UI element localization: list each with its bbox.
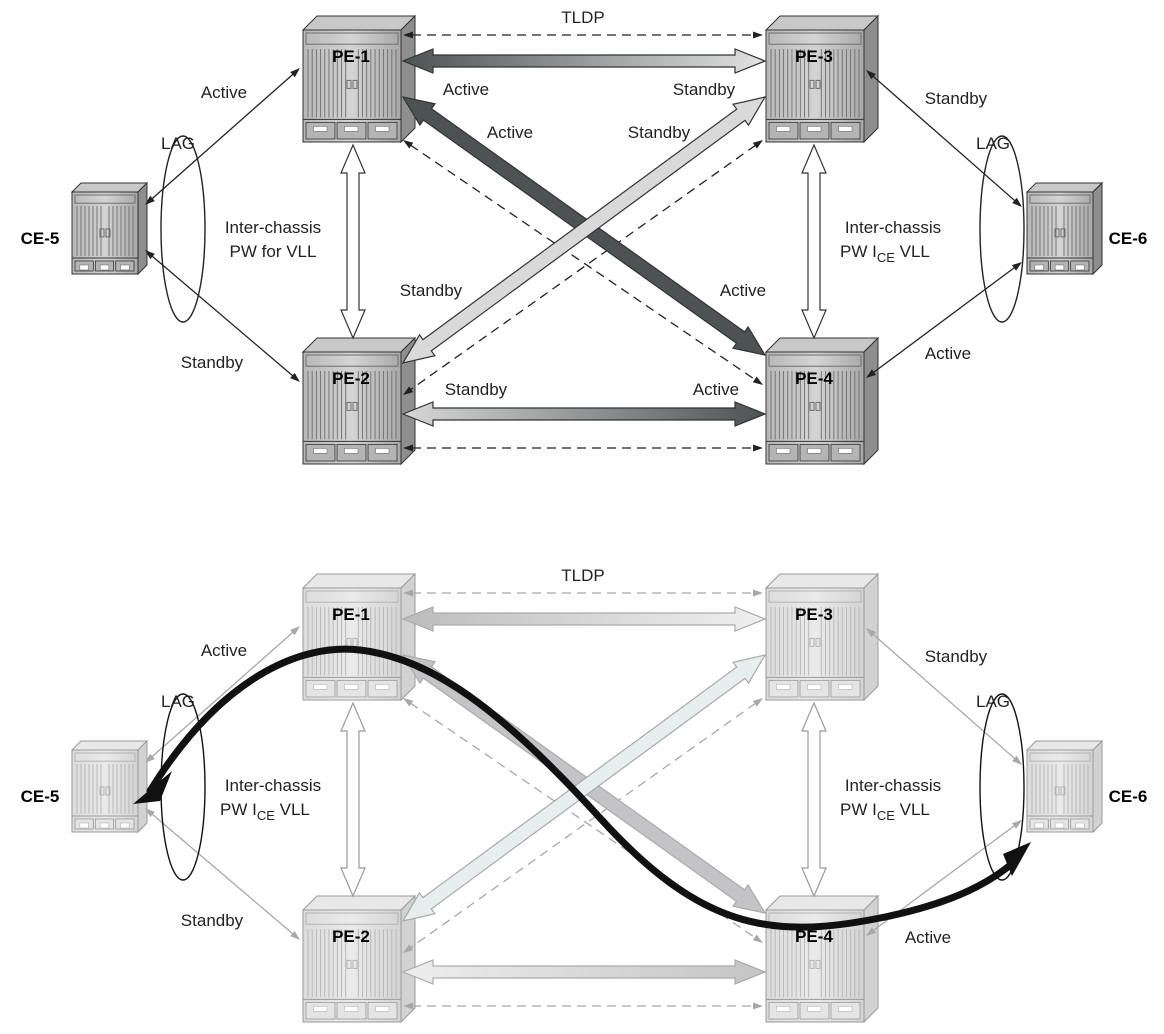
pe-2-label: PE-2 — [332, 369, 370, 388]
pw-pe1-pe3 — [401, 48, 767, 74]
pw-pe1-pe3 — [401, 606, 767, 632]
ce-5-router — [70, 739, 149, 834]
pe-4-router — [764, 894, 880, 1024]
icpw-right-line1: Inter-chassis — [845, 218, 941, 237]
pe-4-label: PE-4 — [795, 369, 833, 388]
ce-6-router — [1025, 739, 1104, 834]
normal-operation-diagram: PE-1 PE-3PE-2 PE-4 CE-5 CE-6 TLDP LAG LAG Active… — [21, 8, 1148, 466]
pe3-pe2-pe3-status: Standby — [628, 123, 691, 142]
ce-6-label: CE-6 — [1109, 787, 1148, 806]
icpw-right-line2: PW ICE VLL — [840, 242, 930, 265]
pe-1-label: PE-1 — [332, 605, 370, 624]
pe3-pe2-pe2-status: Standby — [400, 281, 463, 300]
link-ce6-pe4 — [872, 266, 1016, 374]
pe-4-router — [764, 336, 880, 466]
ce-5-label: CE-5 — [21, 787, 60, 806]
pw-pe2-pe4 — [401, 959, 767, 985]
pe-3-label: PE-3 — [795, 605, 833, 624]
pe1-pe4-pe4-status: Active — [720, 281, 766, 300]
link-ce6-pe3 — [872, 75, 1016, 202]
ce6-pe4-status: Active — [925, 344, 971, 363]
ce6-pe3-status: Standby — [925, 89, 988, 108]
failure-scenario-diagram: PE-1 PE-3PE-2 PE-4 CE-5 CE-6 TLDP LAG LAG Active… — [21, 566, 1148, 1024]
tldp-pe1-pe4 — [410, 144, 756, 381]
icpw-pe3-pe4 — [801, 701, 827, 898]
traffic-path-curve — [146, 645, 1019, 931]
link-ce5-pe2 — [151, 255, 294, 377]
icpw-left-line2: PW ICE VLL — [220, 800, 310, 823]
pe-2-router — [301, 336, 417, 466]
icpw-left-line1: Inter-chassis — [225, 776, 321, 795]
ce5-pe2-status: Standby — [181, 353, 244, 372]
pe-3-label: PE-3 — [795, 47, 833, 66]
traffic-path-arrowhead-ce6 — [1003, 842, 1031, 876]
ce5-pe1-status: Active — [201, 641, 247, 660]
ce-5-router — [70, 181, 149, 276]
tldp-label: TLDP — [561, 566, 604, 585]
link-ce5-pe1 — [151, 631, 294, 758]
icpw-pe1-pe2 — [340, 143, 366, 340]
pw-pe3-pe2 — [401, 654, 767, 922]
ce-5-label: CE-5 — [21, 229, 60, 248]
icpw-right-line2: PW ICE VLL — [840, 800, 930, 823]
lag-right-label: LAG — [976, 134, 1010, 153]
lag-right-ellipse — [979, 693, 1025, 881]
icpw-pe3-pe4 — [801, 143, 827, 340]
pe-3-router — [764, 14, 880, 144]
lag-right-ellipse — [979, 135, 1025, 323]
ce-6-router — [1025, 181, 1104, 276]
lag-left-ellipse — [160, 135, 206, 323]
pe1-pe3-pe1-status: Active — [443, 80, 489, 99]
tldp-label: TLDP — [561, 8, 604, 27]
pe-1-router — [301, 572, 417, 702]
pe2-pe4-pe2-status: Standby — [445, 380, 508, 399]
icpw-pe1-pe2 — [340, 701, 366, 898]
tldp-pe3-pe2 — [409, 144, 757, 391]
ce5-pe2-status: Standby — [181, 911, 244, 930]
pw-pe3-pe2 — [401, 96, 767, 364]
ce5-pe1-status: Active — [201, 83, 247, 102]
lag-right-label: LAG — [976, 692, 1010, 711]
pe2-pe4-pe4-status: Active — [693, 380, 739, 399]
pe-2-label: PE-2 — [332, 927, 370, 946]
pe-4-label: PE-4 — [795, 927, 833, 946]
pe1-pe4-pe1-status: Active — [487, 123, 533, 142]
link-ce6-pe3 — [872, 633, 1016, 760]
lag-left-label: LAG — [161, 692, 195, 711]
ce6-pe4-status: Active — [905, 928, 951, 947]
icpw-right-line1: Inter-chassis — [845, 776, 941, 795]
pe-1-router — [301, 14, 417, 144]
traffic-path-arrowhead-ce5 — [133, 771, 172, 804]
icpw-left-line2: PW for VLL — [230, 242, 317, 261]
link-ce5-pe1 — [151, 73, 294, 200]
pe1-pe3-pe3-status: Standby — [673, 80, 736, 99]
tldp-pe3-pe2 — [409, 702, 757, 949]
ce6-pe3-status: Standby — [925, 647, 988, 666]
pe-3-router — [764, 572, 880, 702]
lag-left-label: LAG — [161, 134, 195, 153]
pw-pe2-pe4 — [401, 401, 767, 427]
pe-1-label: PE-1 — [332, 47, 370, 66]
ce-6-label: CE-6 — [1109, 229, 1148, 248]
link-ce5-pe2 — [151, 813, 294, 935]
icpw-left-line1: Inter-chassis — [225, 218, 321, 237]
pe-2-router — [301, 894, 417, 1024]
